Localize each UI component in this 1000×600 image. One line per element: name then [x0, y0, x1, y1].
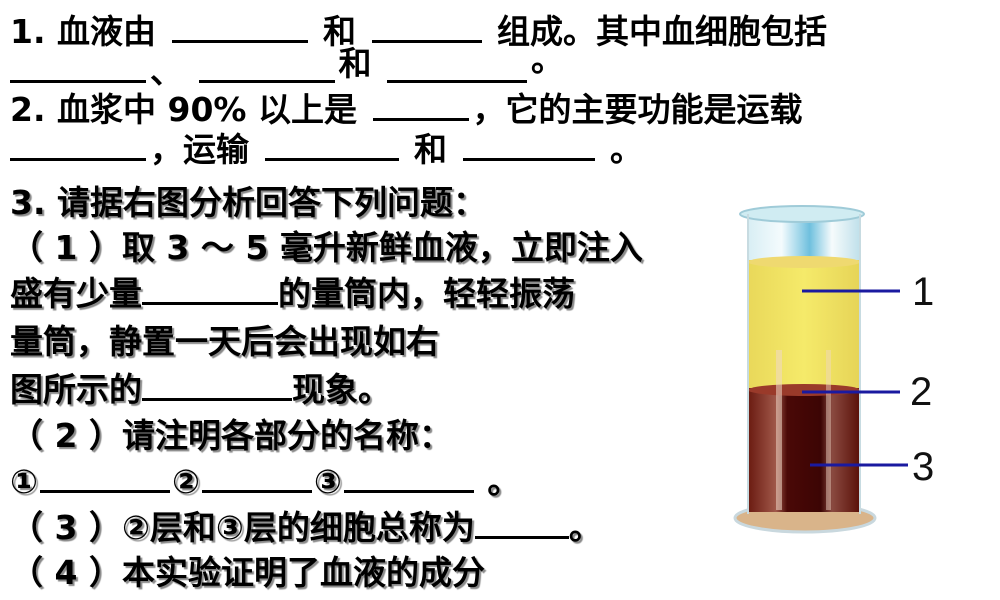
question-1-line-1: 1. 血液由 和 组成。其中血细胞包括 — [10, 12, 827, 52]
q1-separator: 、 — [150, 52, 183, 91]
answer-blank[interactable] — [264, 130, 399, 161]
q3-part1-line1: （ 1 ）取 3 ～ 5 毫升新鲜血液，立即注入 — [10, 228, 643, 267]
q1-end: 。 — [531, 40, 564, 79]
q1-and: 和 — [323, 12, 356, 51]
answer-blank[interactable] — [387, 52, 527, 83]
answer-blank[interactable] — [462, 130, 595, 161]
q3-part1-line4: 图所示的 现象。 — [10, 370, 391, 410]
q1-prefix: 1. 血液由 — [10, 12, 156, 51]
q3-part3: （ 3 ）②层和③层的细胞总称为 。 — [10, 508, 602, 548]
q3-p1-line2-prefix: 盛有少量 — [10, 274, 142, 313]
q3-p1-line4-suffix: 现象。 — [292, 370, 391, 409]
answer-blank[interactable] — [171, 12, 308, 43]
answer-blank[interactable] — [371, 12, 482, 43]
graduated-cylinder-figure: 1 2 3 — [730, 200, 990, 540]
q1-suffix: 组成。其中血细胞包括 — [497, 12, 827, 51]
answer-blank[interactable] — [10, 52, 146, 83]
answer-blank[interactable] — [198, 52, 335, 83]
q2-sep: ，运输 — [150, 130, 249, 169]
figure-label-1: 1 — [912, 270, 935, 314]
question-2-line-2: ，运输 和 。 — [10, 130, 643, 170]
answer-blank[interactable] — [201, 462, 312, 493]
answer-blank[interactable] — [10, 130, 146, 161]
answer-blank[interactable] — [39, 462, 170, 493]
q2-suffix: ，它的主要功能是运载 — [472, 90, 803, 129]
q1-and-2: 和 — [338, 44, 372, 83]
marker-3: ③ — [313, 462, 342, 501]
q3-p2-end: 。 — [475, 462, 521, 501]
q3-part4: （ 4 ）本实验证明了血液的成分 — [10, 553, 485, 592]
question-1-line-2: 、 和 。 — [10, 40, 564, 92]
q3-p3-end: 。 — [568, 508, 602, 547]
q3-part2-line2: ① ② ③ 。 — [10, 462, 520, 502]
answer-blank[interactable] — [142, 274, 278, 305]
q2-middle: 以上是 — [258, 90, 357, 129]
question-2-line-1: 2. 血浆中 90% 以上是 ，它的主要功能是运载 — [10, 90, 803, 130]
q2-percent: 90% — [167, 90, 247, 129]
q3-p1-line2-suffix: 的量筒内，轻轻振荡 — [278, 274, 575, 313]
answer-blank[interactable] — [343, 462, 474, 493]
q2-and: 和 — [414, 130, 447, 169]
cylinder-illustration — [733, 205, 908, 534]
answer-blank[interactable] — [474, 508, 569, 539]
marker-2: ② — [171, 462, 200, 501]
q3-part1-line2: 盛有少量 的量筒内，轻轻振荡 — [10, 274, 575, 314]
answer-blank[interactable] — [372, 90, 469, 121]
question-3-heading: 3. 请据右图分析回答下列问题： — [10, 183, 486, 222]
q3-part2-line1: （ 2 ）请注明各部分的名称： — [10, 416, 452, 455]
q2-prefix: 2. 血浆中 — [10, 90, 156, 129]
q3-p3-prefix: （ 3 ）②层和③层的细胞总称为 — [10, 508, 475, 547]
q2-end: 。 — [610, 130, 643, 169]
figure-label-2: 2 — [910, 370, 933, 414]
q3-p1-line4-prefix: 图所示的 — [10, 370, 142, 409]
marker-1: ① — [10, 462, 38, 501]
figure-label-3: 3 — [912, 445, 935, 489]
answer-blank[interactable] — [142, 370, 292, 401]
q3-part1-line3: 量筒，静置一天后会出现如右 — [10, 322, 439, 361]
